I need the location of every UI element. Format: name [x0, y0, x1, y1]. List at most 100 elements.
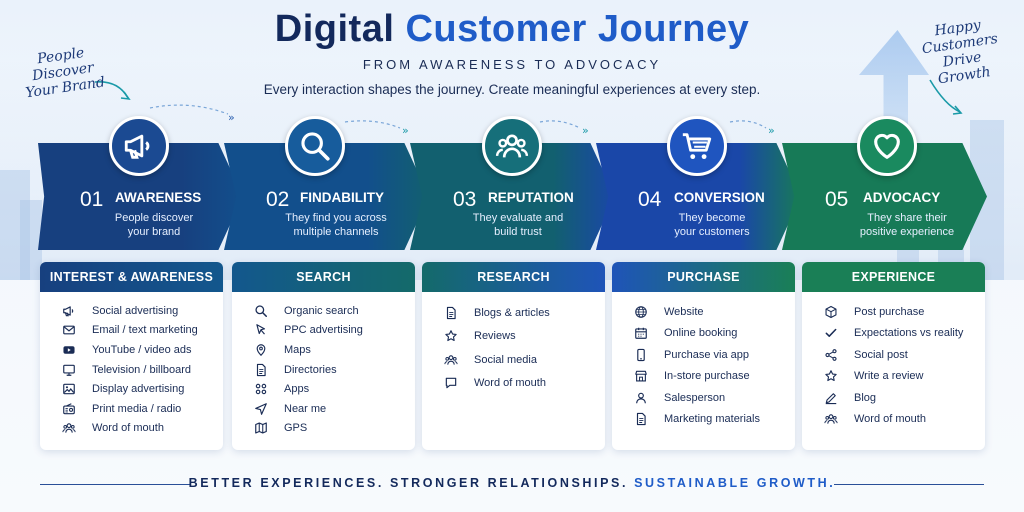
document-icon	[254, 363, 268, 377]
channel-item-label: Near me	[284, 402, 327, 415]
footer-divider-left	[40, 484, 190, 485]
channel-item-label: Maps	[284, 343, 311, 356]
channel-item: Salesperson	[634, 387, 795, 409]
step-description-line: your brand	[127, 226, 181, 238]
calendar-icon	[634, 326, 648, 340]
phone-icon	[634, 348, 648, 362]
channel-item: Post purchase	[824, 301, 985, 323]
step-description-line: They evaluate and	[472, 212, 564, 224]
channel-item-label: Email / text marketing	[92, 324, 198, 337]
edit-icon	[824, 391, 838, 405]
channel-item-label: Social post	[854, 348, 908, 361]
step-icon-circle-conversion	[667, 116, 727, 176]
step-description-line: positive experience	[859, 226, 955, 238]
channel-item: YouTube / video ads	[62, 340, 223, 360]
channel-item-label: Print media / radio	[92, 402, 182, 415]
page-title: Digital Customer Journey	[0, 8, 1024, 51]
map-pin-icon	[254, 343, 268, 357]
side-note-right: Happy Customers Drive Growth	[920, 17, 999, 88]
channel-item: Word of mouth	[824, 409, 985, 431]
channel-item: PPC advertising	[254, 321, 415, 341]
channel-item: Near me	[254, 399, 415, 419]
channel-item: Display advertising	[62, 379, 223, 399]
footer-slogan-main: BETTER EXPERIENCES. STRONGER RELATIONSHI…	[188, 476, 629, 490]
heart-icon	[870, 129, 904, 163]
cursor-icon	[254, 323, 268, 337]
document-icon	[634, 412, 648, 426]
channel-item-label: Display advertising	[92, 383, 185, 396]
channel-item-label: Word of mouth	[474, 377, 546, 390]
card-header: RESEARCH	[422, 262, 605, 292]
step-name: REPUTATION	[488, 190, 574, 205]
step-description: They share their positive experience	[847, 211, 967, 239]
step-name: AWARENESS	[115, 190, 202, 205]
people-icon	[824, 412, 838, 426]
chat-icon	[444, 376, 458, 390]
apps-icon	[254, 382, 268, 396]
radio-icon	[62, 402, 76, 416]
step-description-line: They share their	[867, 212, 947, 224]
star-icon	[824, 369, 838, 383]
mail-icon	[62, 323, 76, 337]
megaphone-icon	[122, 129, 156, 163]
channel-item-label: Blog	[854, 391, 877, 404]
channel-item-label: Blogs & articles	[474, 306, 550, 319]
channel-item: Website	[634, 301, 795, 323]
channel-item: Maps	[254, 340, 415, 360]
globe-icon	[634, 305, 648, 319]
store-icon	[634, 369, 648, 383]
channel-item: Word of mouth	[62, 419, 223, 439]
channel-item: Television / billboard	[62, 360, 223, 380]
step-description-line: People discover	[114, 212, 194, 224]
channel-item-label: In-store purchase	[664, 370, 750, 383]
channel-item: Write a review	[824, 366, 985, 388]
title-part-2: Customer Journey	[405, 8, 750, 50]
step-icon-circle-reputation	[482, 116, 542, 176]
step-description-line: build trust	[494, 226, 542, 238]
title-part-1: Digital	[274, 8, 395, 50]
channel-item-label: Social media	[474, 353, 537, 366]
channel-item: Email / text marketing	[62, 321, 223, 341]
channel-item-label: Write a review	[854, 370, 924, 383]
step-description: People discover your brand	[94, 211, 214, 239]
channel-item: Reviews	[444, 325, 605, 349]
step-name: CONVERSION	[674, 190, 765, 205]
step-name: FINDABILITY	[300, 190, 384, 205]
channel-item-label: Online booking	[664, 327, 738, 340]
page-subtitle: FROM AWARENESS TO ADVOCACY	[362, 57, 662, 72]
step-icon-circle-awareness	[109, 116, 169, 176]
check-icon	[824, 326, 838, 340]
channel-item-label: Salesperson	[664, 391, 726, 404]
people-icon	[62, 421, 76, 435]
channel-item-label: YouTube / video ads	[92, 343, 192, 356]
channel-item-label: Website	[664, 305, 704, 318]
step-description-line: multiple channels	[293, 226, 379, 238]
channel-item: Social media	[444, 348, 605, 372]
card-header: SEARCH	[232, 262, 415, 292]
footer-divider-right	[834, 484, 984, 485]
step-description: They find you across multiple channels	[276, 211, 396, 239]
channel-item-label: Word of mouth	[854, 413, 926, 426]
channel-item-label: Social advertising	[92, 304, 179, 317]
person-icon	[634, 391, 648, 405]
channel-item: Blogs & articles	[444, 301, 605, 325]
channel-item-label: Post purchase	[854, 305, 925, 318]
step-description-line: They find you across	[285, 212, 387, 224]
channel-item: Directories	[254, 360, 415, 380]
channel-item-label: Marketing materials	[664, 413, 760, 426]
channel-item-label: Directories	[284, 363, 337, 376]
channel-item-label: Word of mouth	[92, 422, 164, 435]
channel-item: Marketing materials	[634, 409, 795, 431]
page-tagline: Every interaction shapes the journey. Cr…	[263, 82, 761, 97]
step-description: They evaluate and build trust	[458, 211, 578, 239]
search-icon	[298, 129, 332, 163]
step-icon-circle-advocacy	[857, 116, 917, 176]
channel-item: Print media / radio	[62, 399, 223, 419]
